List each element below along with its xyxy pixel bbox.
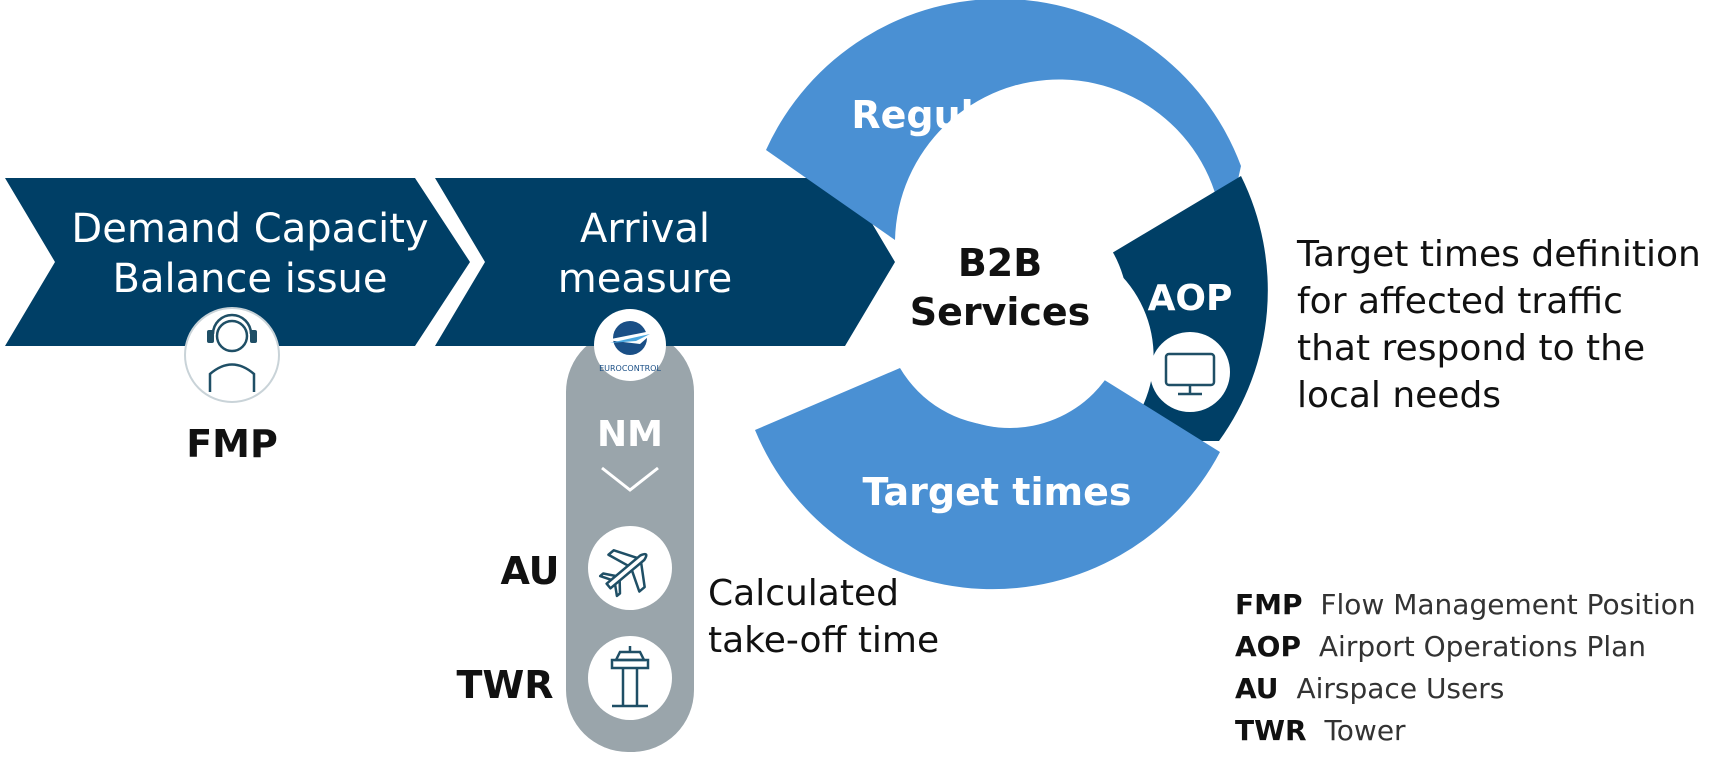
description-line4: local needs <box>1297 375 1501 416</box>
twr-label: TWR <box>456 663 553 707</box>
legend-text: Flow Management Position <box>1320 588 1695 621</box>
legend-text: Tower <box>1323 714 1406 747</box>
legend-abbr: AOP <box>1235 630 1301 663</box>
legend-text: Airport Operations Plan <box>1319 630 1646 663</box>
description-line2: for affected traffic <box>1297 281 1623 322</box>
cycle-arc-regulation-id <box>766 0 1241 247</box>
cycle-right-label: AOP <box>1148 278 1233 319</box>
legend-abbr: TWR <box>1235 714 1307 747</box>
cto-line1: Calculated <box>708 573 899 614</box>
nm-label: NM <box>597 414 663 455</box>
legend-text: Airspace Users <box>1296 672 1504 705</box>
airplane-icon <box>588 526 672 610</box>
air-traffic-controller-headset-icon <box>184 307 280 403</box>
cto-line2: take-off time <box>708 620 939 661</box>
fmp-label: FMP <box>186 422 278 466</box>
eurocontrol-logo-icon: EUROCONTROL <box>594 309 666 381</box>
legend-item: AOP Airport Operations Plan <box>1235 630 1646 663</box>
legend-item: AU Airspace Users <box>1235 672 1504 705</box>
cycle-top-label: Regulation ID <box>851 93 1142 137</box>
cycle-center <box>892 192 1128 428</box>
chevron-demand-capacity-line1: Demand Capacity <box>71 206 428 252</box>
legend-abbr: AU <box>1235 672 1279 705</box>
monitor-icon <box>1150 332 1230 412</box>
chevron-demand-capacity-line2: Balance issue <box>113 256 388 302</box>
au-label: AU <box>500 549 559 593</box>
chevron-arrival-measure-line1: Arrival <box>580 206 710 252</box>
chevron-down-icon <box>601 466 659 492</box>
legend-item: TWR Tower <box>1235 714 1406 747</box>
description-line3: that respond to the <box>1297 328 1645 369</box>
description-line1: Target times definition <box>1296 234 1701 275</box>
legend-item: FMP Flow Management Position <box>1235 588 1696 621</box>
cycle-center-line2: Services <box>910 290 1091 334</box>
cycle-arc-target-times <box>755 368 1220 590</box>
control-tower-icon <box>588 636 672 720</box>
chevron-demand-capacity <box>5 178 470 346</box>
chevron-arrival-measure-line2: measure <box>558 256 732 302</box>
eurocontrol-logo-text: EUROCONTROL <box>599 364 661 373</box>
legend: FMP Flow Management Position AOP Airport… <box>1235 588 1696 747</box>
legend-abbr: FMP <box>1235 588 1303 621</box>
chevron-arrival-measure <box>435 178 895 346</box>
cycle-bottom-label: Target times <box>863 470 1132 514</box>
cycle-center-line1: B2B <box>958 241 1042 285</box>
